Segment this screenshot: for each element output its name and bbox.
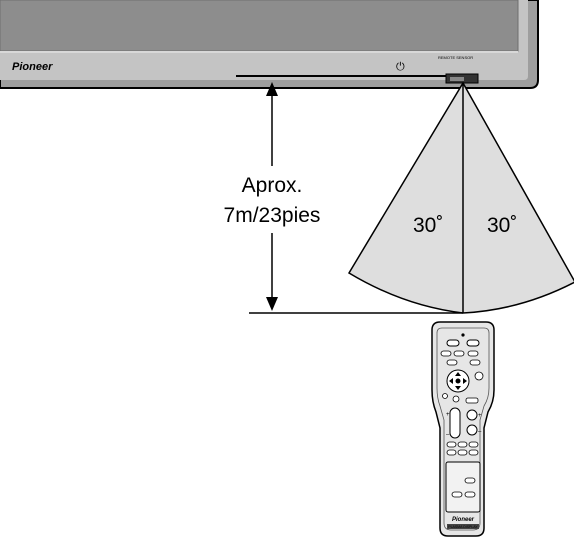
- remote-func-button-2: [457, 441, 468, 448]
- remote-func-button-5: [457, 449, 468, 456]
- distance-label-line1: Aprox.: [242, 174, 303, 197]
- power-indicator-icon: ⏻: [396, 61, 405, 73]
- remote-input5-button: [469, 359, 481, 366]
- remote-func-button-6: [468, 449, 479, 456]
- remote-input4-button: [446, 359, 458, 366]
- angle-right-label: 30˚: [487, 214, 517, 237]
- arrow-up-icon: [266, 82, 278, 96]
- remote-zoom-rocker: [449, 407, 461, 439]
- remote-input3-button: [467, 350, 479, 357]
- distance-label-line2: 7m/23pies: [224, 204, 321, 227]
- angle-left-label: 30˚: [413, 214, 443, 237]
- remote-brand-logo: Pioneer: [452, 517, 475, 523]
- remote-sensor-lens: [450, 77, 464, 81]
- remote-menu-button: [442, 393, 448, 399]
- remote-sensor-label: REMOTE SENSOR: [438, 55, 473, 60]
- zoom-plus-icon: +: [446, 412, 450, 418]
- dpad-up-icon: [455, 372, 461, 376]
- reception-angle-sector: [347, 81, 574, 314]
- dpad-center-icon: [455, 378, 461, 384]
- coverage-sector: 30˚ 30˚: [347, 81, 574, 314]
- remote-volume-label-box: [465, 397, 479, 404]
- remote-model-label: PLASMA DISPLAY: [448, 525, 478, 529]
- remote-input1-button: [440, 350, 452, 357]
- remote-power-button: [446, 339, 460, 347]
- monitor-screen-panel: [0, 0, 519, 52]
- monitor-brand-logo: Pioneer: [12, 61, 53, 73]
- remote-control: + – + – Pioneer PLASMA DISPLAY: [431, 321, 495, 537]
- remote-standby-button: [466, 339, 480, 347]
- remote-input2-button: [453, 350, 465, 357]
- remote-volume-up-button: [466, 409, 478, 421]
- remote-lower-button-3: [464, 491, 476, 498]
- remote-lower-panel: [445, 461, 481, 513]
- dpad-down-icon: [455, 386, 461, 390]
- remote-lower-button-2: [451, 491, 463, 498]
- plasma-monitor: Pioneer ⏻ REMOTE SENSOR: [0, 0, 539, 89]
- volume-minus-icon: –: [478, 429, 482, 435]
- remote-func-button-4: [446, 449, 457, 456]
- remote-lower-button-1: [464, 477, 476, 484]
- zoom-minus-icon: –: [446, 432, 450, 438]
- volume-plus-icon: +: [478, 413, 482, 419]
- distance-marker: Aprox. 7m/23pies: [224, 82, 463, 314]
- dpad-left-icon: [449, 378, 453, 384]
- remote-volume-down-button: [466, 424, 478, 436]
- remote-inner-outline: [436, 327, 490, 531]
- arrow-down-icon: [266, 297, 278, 311]
- remote-power-led-icon: [461, 333, 465, 337]
- remote-func-button-1: [446, 441, 457, 448]
- dpad-right-icon: [463, 378, 467, 384]
- remote-exit-button: [452, 395, 460, 403]
- remote-model-strip: [447, 524, 479, 529]
- remote-set-button: [474, 371, 484, 381]
- remote-func-button-3: [468, 441, 479, 448]
